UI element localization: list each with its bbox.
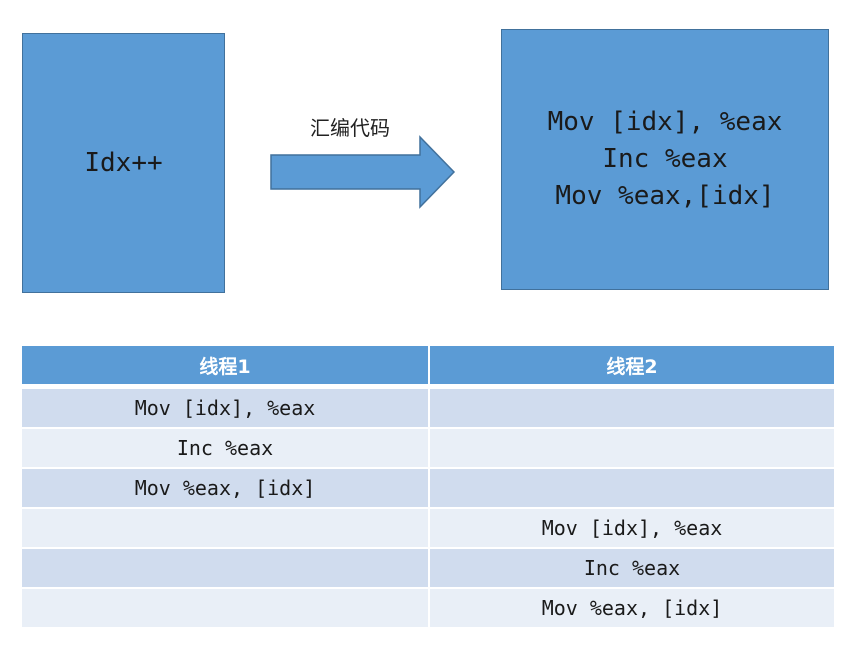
table-row: Inc %eax	[22, 547, 834, 587]
table-cell	[22, 547, 428, 587]
source-code-box: Idx++	[22, 33, 225, 293]
header-thread-1: 线程1	[22, 346, 428, 387]
table-cell	[22, 587, 428, 627]
table-row: Mov %eax, [idx]	[22, 587, 834, 627]
source-code-text: Idx++	[84, 148, 163, 178]
table-row: Mov [idx], %eax	[22, 507, 834, 547]
table-cell: Inc %eax	[428, 547, 834, 587]
asm-line: Inc %eax	[602, 144, 728, 174]
table-cell: Mov %eax, [idx]	[428, 587, 834, 627]
table-row: Inc %eax	[22, 427, 834, 467]
assembly-code-box: Mov [idx], %eax Inc %eax Mov %eax,[idx]	[501, 29, 829, 290]
right-arrow-icon	[270, 135, 456, 209]
table-row: Mov [idx], %eax	[22, 387, 834, 427]
table-header-row: 线程1 线程2	[22, 346, 834, 387]
asm-line: Mov [idx], %eax	[547, 107, 783, 137]
table-cell	[22, 507, 428, 547]
header-thread-2: 线程2	[428, 346, 834, 387]
thread-interleaving-table: 线程1 线程2 Mov [idx], %eax Inc %eax Mov %ea…	[22, 346, 834, 627]
table-cell: Inc %eax	[22, 427, 428, 467]
table-cell: Mov %eax, [idx]	[22, 467, 428, 507]
table-cell: Mov [idx], %eax	[22, 387, 428, 427]
table-cell	[428, 467, 834, 507]
table-cell	[428, 427, 834, 467]
table-cell: Mov [idx], %eax	[428, 507, 834, 547]
asm-line: Mov %eax,[idx]	[555, 181, 775, 211]
arrow-label: 汇编代码	[310, 116, 390, 140]
table-row: Mov %eax, [idx]	[22, 467, 834, 507]
table-cell	[428, 387, 834, 427]
